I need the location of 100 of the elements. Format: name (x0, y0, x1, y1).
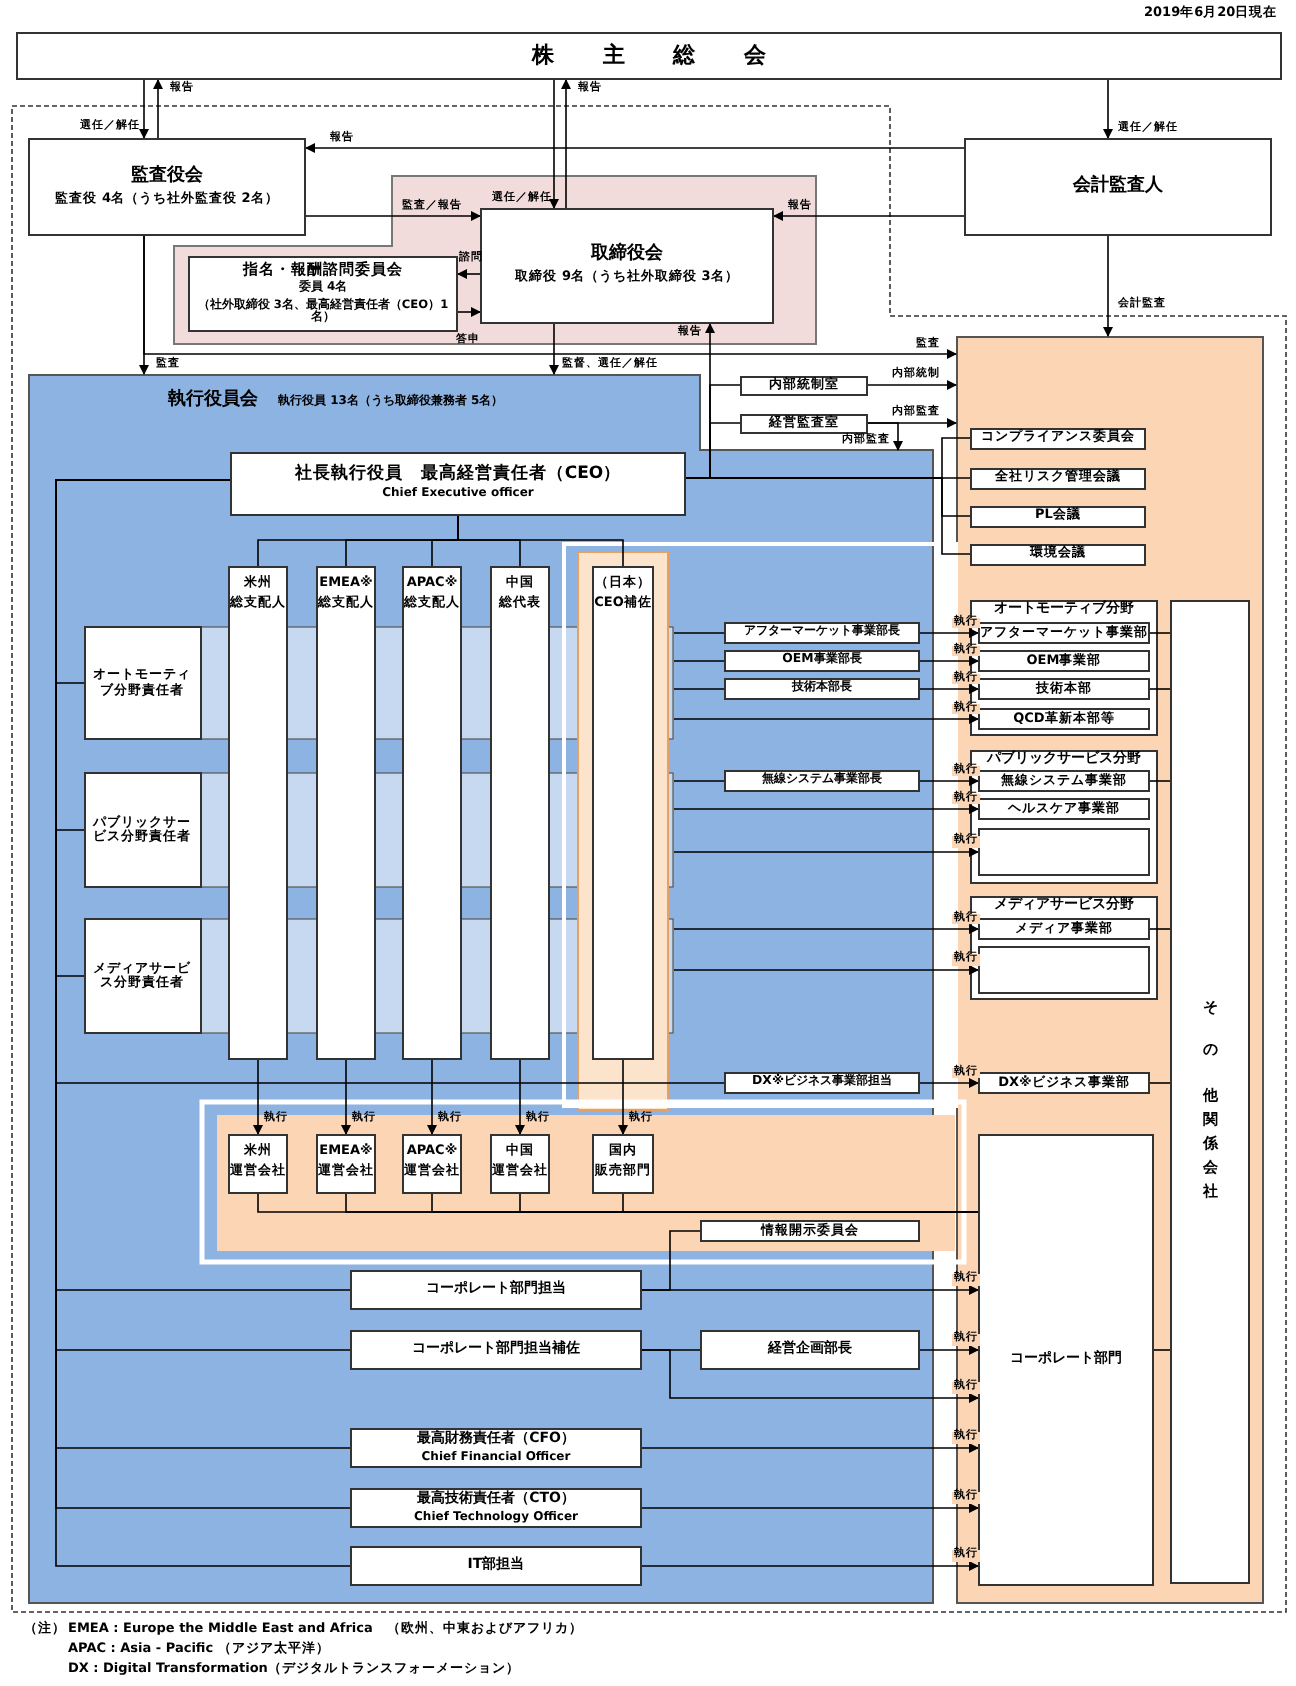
connector-line (673, 780, 725, 782)
connector-line (1149, 780, 1171, 782)
connector-line (673, 660, 725, 662)
arrow (549, 323, 559, 375)
arrow (341, 1059, 351, 1135)
org-box (316, 1134, 376, 1194)
arrow (673, 714, 979, 724)
arrow (549, 79, 559, 209)
org-box (28, 138, 306, 236)
arrow (673, 804, 979, 814)
connector-line (673, 688, 725, 690)
org-box (228, 566, 288, 1060)
heading: 執行役員会 (168, 390, 258, 410)
arrow (673, 847, 979, 857)
affiliate-box (1170, 600, 1250, 1584)
arrow (457, 269, 481, 279)
arrow (641, 1561, 979, 1571)
arrow (143, 235, 957, 359)
org-box (592, 1134, 654, 1194)
connector-line (1149, 688, 1171, 690)
connector-line (1149, 928, 1171, 930)
org-box (970, 505, 1146, 527)
arrow (641, 1349, 979, 1403)
arrow (919, 776, 979, 786)
arrow (1103, 235, 1113, 337)
org-box (350, 1428, 642, 1468)
org-box (970, 467, 1146, 489)
org-box (978, 798, 1150, 820)
arrow (253, 1059, 263, 1135)
org-box (978, 650, 1150, 672)
arrow (867, 422, 903, 451)
arrow (919, 1078, 979, 1088)
org-box (350, 1330, 642, 1370)
arrow (427, 1059, 437, 1135)
arrow (919, 656, 979, 666)
org-box (316, 566, 376, 1060)
title-text: 取締役会 (591, 246, 663, 267)
org-box (350, 1546, 642, 1586)
org-box (970, 427, 1146, 449)
org-box (490, 566, 550, 1060)
org-box (350, 1270, 642, 1310)
company-band (216, 1114, 956, 1252)
org-box (724, 622, 920, 644)
org-box (700, 1330, 920, 1370)
arrow (773, 211, 965, 221)
org-box (350, 1488, 642, 1528)
arrow (1103, 79, 1113, 139)
arrow (919, 1345, 979, 1355)
arrow (153, 79, 163, 139)
blank-box (978, 828, 1150, 876)
org-box (724, 678, 920, 700)
org-box (402, 1134, 462, 1194)
division-panel (956, 336, 1264, 1604)
org-box (700, 1220, 920, 1242)
arrow (673, 965, 979, 975)
blank-box (978, 946, 1150, 994)
org-box (970, 543, 1146, 565)
connector-line (457, 515, 624, 567)
org-box (188, 256, 458, 332)
org-box (490, 1134, 550, 1194)
arrow (919, 684, 979, 694)
arrow (867, 380, 957, 390)
org-box (230, 452, 686, 516)
title-text: 社長執行役員 最高経営責任者（CEO） (294, 466, 622, 485)
arrow (641, 1503, 979, 1513)
org-box (978, 918, 1150, 940)
org-box (592, 566, 654, 1060)
arrow (305, 211, 481, 221)
org-box (978, 1134, 1154, 1586)
org-box (978, 1072, 1150, 1094)
label-text: 株主総会 (532, 43, 814, 69)
arrow (641, 1443, 979, 1453)
arrow (919, 628, 979, 638)
connector-line (1149, 632, 1171, 634)
org-box (978, 770, 1150, 792)
org-box (724, 650, 920, 672)
arrow (457, 307, 481, 317)
connector-line (1149, 1082, 1171, 1084)
arrow (618, 1059, 628, 1135)
connector-line (673, 632, 725, 634)
arrow (139, 79, 149, 139)
arrow (561, 79, 571, 209)
arrow (305, 143, 965, 153)
org-box (480, 208, 774, 324)
meeting-box (16, 32, 1282, 80)
connector-line (1153, 1349, 1171, 1351)
arrow (641, 1285, 979, 1295)
org-box (228, 1134, 288, 1194)
org-box (978, 678, 1150, 700)
label-text: 会計監査人 (1073, 177, 1163, 197)
org-box (402, 566, 462, 1060)
org-box (964, 138, 1272, 236)
title-text: 監査役会 (131, 167, 203, 188)
org-box (740, 413, 868, 433)
arrow (673, 924, 979, 934)
org-box (978, 708, 1150, 730)
org-box (740, 375, 868, 395)
org-box (724, 1072, 920, 1094)
org-box (724, 770, 920, 792)
arrow (515, 1059, 525, 1135)
